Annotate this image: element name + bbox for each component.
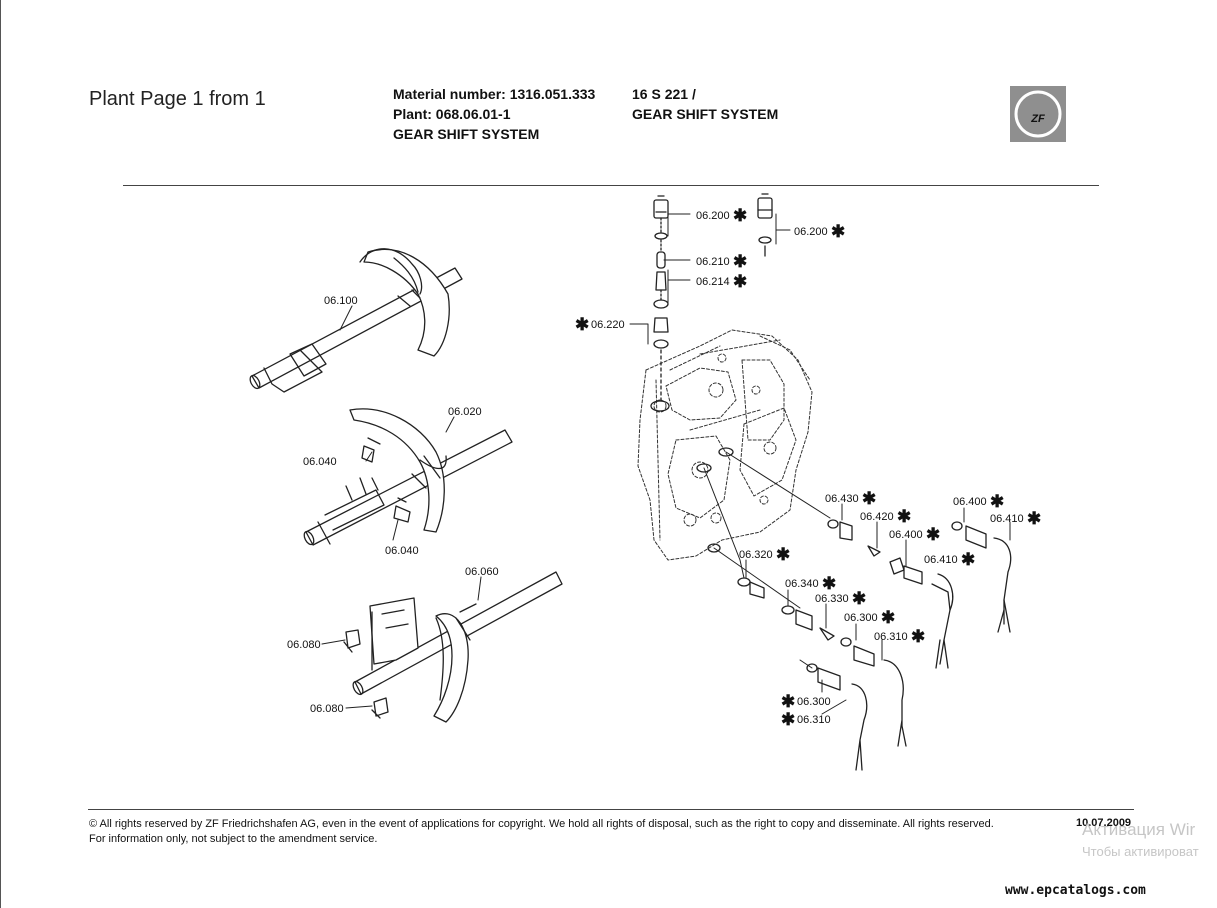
callout-06-310-a: 06.310 (874, 631, 908, 643)
callout-06-340: 06.340 (785, 578, 819, 590)
watermark-line-2: Чтобы активироват (1082, 844, 1199, 859)
callout-06-214: 06.214 (696, 276, 730, 288)
star-06-200-b: ✱ (831, 222, 845, 241)
callout-06-220: 06.220 (591, 319, 625, 331)
zf-logo: ZF (1010, 86, 1066, 142)
switch-06-200-right (757, 193, 773, 257)
star-06-310-a: ✱ (911, 627, 925, 646)
shift-rail-06-100 (249, 248, 463, 393)
star-06-420: ✱ (897, 507, 911, 526)
star-06-400-a: ✱ (926, 525, 940, 544)
material-number: Material number: 1316.051.333 (393, 86, 596, 102)
header-divider (123, 185, 1099, 186)
callout-06-080-b: 06.080 (310, 703, 344, 715)
callout-06-400-b: 06.400 (953, 496, 987, 508)
sensor-group-upper (827, 519, 1012, 669)
transmission-housing (637, 329, 813, 561)
document-date: 10.07.2009 (1076, 817, 1132, 829)
footer-notice: © All rights reserved by ZF Friedrichsha… (89, 817, 994, 847)
watermark-line-1: Активация Wir (1082, 820, 1196, 839)
website-link[interactable]: www.epcatalogs.com (1005, 883, 1146, 898)
model-system-title: GEAR SHIFT SYSTEM (632, 106, 779, 122)
zf-logo-text: ZF (1030, 113, 1045, 125)
model-info: 16 S 221 / GEAR SHIFT SYSTEM (632, 84, 778, 124)
page-left-border (0, 0, 1, 908)
callout-06-410-b: 06.410 (990, 513, 1024, 525)
callout-06-200-b: 06.200 (794, 226, 828, 238)
star-06-200-a: ✱ (733, 206, 747, 225)
star-06-300-b: ✱ (781, 692, 795, 711)
callout-06-310-b: 06.310 (797, 714, 831, 726)
sensor-group-lower (737, 577, 907, 771)
star-06-430: ✱ (862, 489, 876, 508)
callout-06-430: 06.430 (825, 493, 859, 505)
callout-06-400-a: 06.400 (889, 529, 923, 541)
callout-06-320: 06.320 (739, 549, 773, 561)
callout-06-020: 06.020 (448, 406, 482, 418)
callout-06-080-a: 06.080 (287, 639, 321, 651)
shift-rail-06-020 (303, 408, 513, 546)
callout-06-100: 06.100 (324, 295, 358, 307)
callout-leaders (321, 203, 1011, 715)
callout-06-410-a: 06.410 (924, 554, 958, 566)
callout-06-300-a: 06.300 (844, 612, 878, 624)
shift-rail-06-060 (343, 571, 563, 723)
callout-06-210: 06.210 (696, 256, 730, 268)
material-info: Material number: 1316.051.333 Plant: 068… (393, 84, 595, 144)
star-06-320: ✱ (776, 545, 790, 564)
callout-06-300-b: 06.300 (797, 696, 831, 708)
star-06-410-a: ✱ (961, 550, 975, 569)
star-06-220: ✱ (575, 315, 589, 334)
star-06-410-b: ✱ (1027, 509, 1041, 528)
callout-labels: 06.100 06.020 06.040 06.040 06.060 06.08… (287, 206, 1041, 729)
plant-page-label: Plant Page 1 from 1 (89, 88, 266, 110)
star-06-210: ✱ (733, 252, 747, 271)
star-06-400-b: ✱ (990, 492, 1004, 511)
switch-stack-top (653, 195, 669, 403)
model-number: 16 S 221 / (632, 86, 696, 102)
callout-06-060: 06.060 (465, 566, 499, 578)
star-06-214: ✱ (733, 272, 747, 291)
star-06-310-b: ✱ (781, 710, 795, 729)
assembly-guide-lines (703, 451, 831, 669)
housing-ports (650, 400, 734, 553)
footer-divider (88, 809, 1134, 810)
windows-activation-watermark: Активация Wir Чтобы активироват (1082, 820, 1199, 859)
callout-06-420: 06.420 (860, 511, 894, 523)
system-title: GEAR SHIFT SYSTEM (393, 126, 540, 142)
star-06-340: ✱ (822, 574, 836, 593)
star-06-300-a: ✱ (881, 608, 895, 627)
star-06-330: ✱ (852, 589, 866, 608)
callout-06-330: 06.330 (815, 593, 849, 605)
callout-06-040-b: 06.040 (385, 545, 419, 557)
info-text: For information only, not subject to the… (89, 833, 378, 845)
callout-06-040-a: 06.040 (303, 456, 337, 468)
copyright-text: © All rights reserved by ZF Friedrichsha… (89, 818, 994, 830)
plant-number: Plant: 068.06.01-1 (393, 106, 511, 122)
callout-06-200-a: 06.200 (696, 210, 730, 222)
